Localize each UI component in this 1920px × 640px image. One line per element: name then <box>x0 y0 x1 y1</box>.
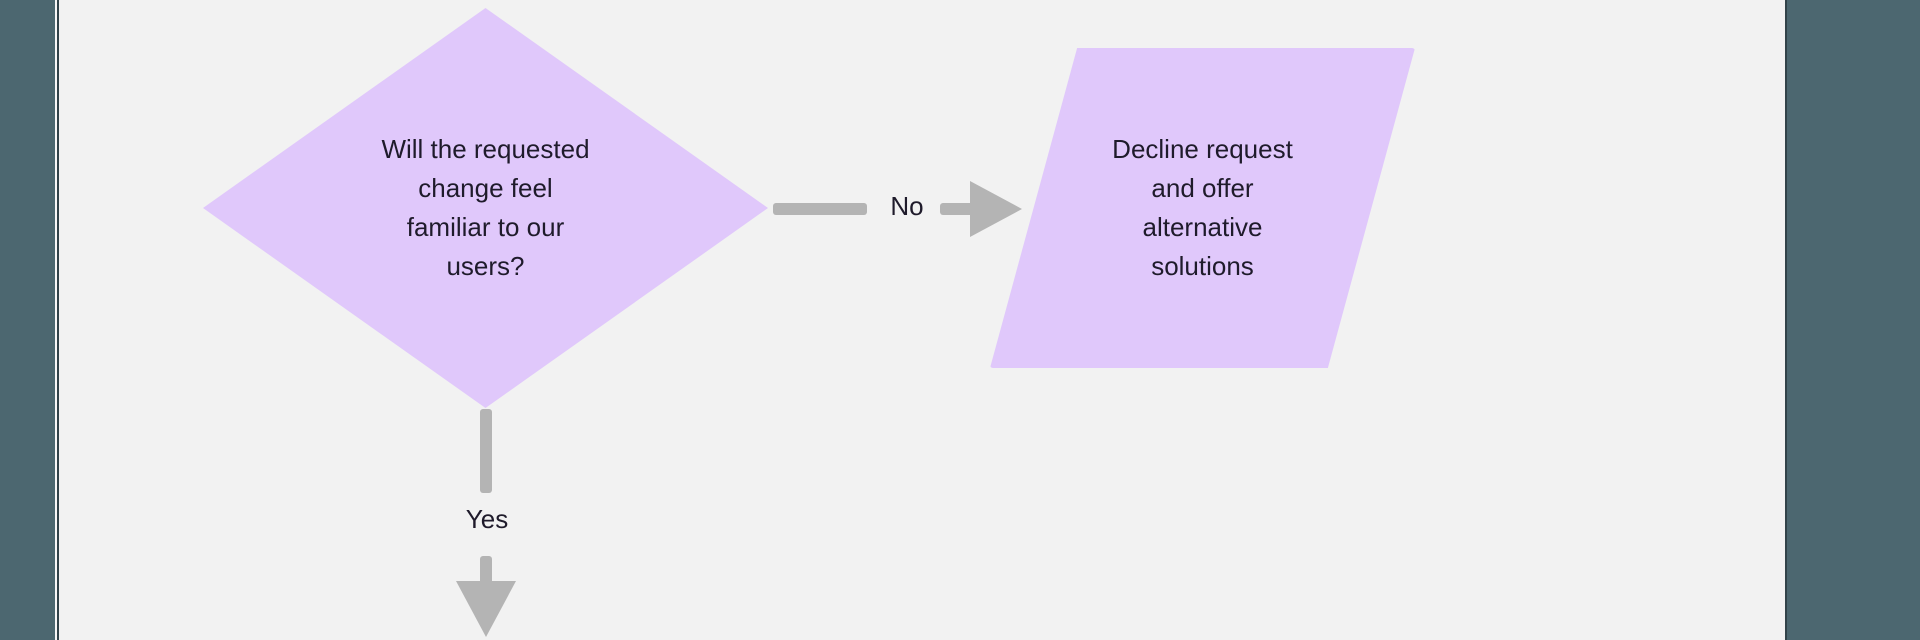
edge-no-segment-right <box>940 203 976 215</box>
node-decision-familiarity[interactable] <box>203 8 768 408</box>
edge-yes-arrowhead-icon <box>456 581 516 637</box>
edge-no-segment-left <box>773 203 867 215</box>
right-app-rail <box>1787 0 1920 640</box>
edge-yes-segment-bottom <box>480 556 492 584</box>
right-rail-divider <box>1785 0 1787 640</box>
edge-yes-segment-top <box>480 409 492 493</box>
parallelogram-shape <box>990 48 1415 368</box>
left-rail-divider <box>57 0 59 640</box>
diamond-shape <box>203 8 768 408</box>
diagram-stage[interactable]: Will the requested change feel familiar … <box>59 0 1785 640</box>
edge-no-label: No <box>890 191 924 221</box>
left-app-rail <box>0 0 55 640</box>
edge-no-arrowhead-icon <box>970 181 1022 237</box>
edge-yes-label: Yes <box>465 504 509 534</box>
node-decline-request[interactable] <box>990 48 1415 368</box>
left-rail-gap <box>55 0 57 640</box>
